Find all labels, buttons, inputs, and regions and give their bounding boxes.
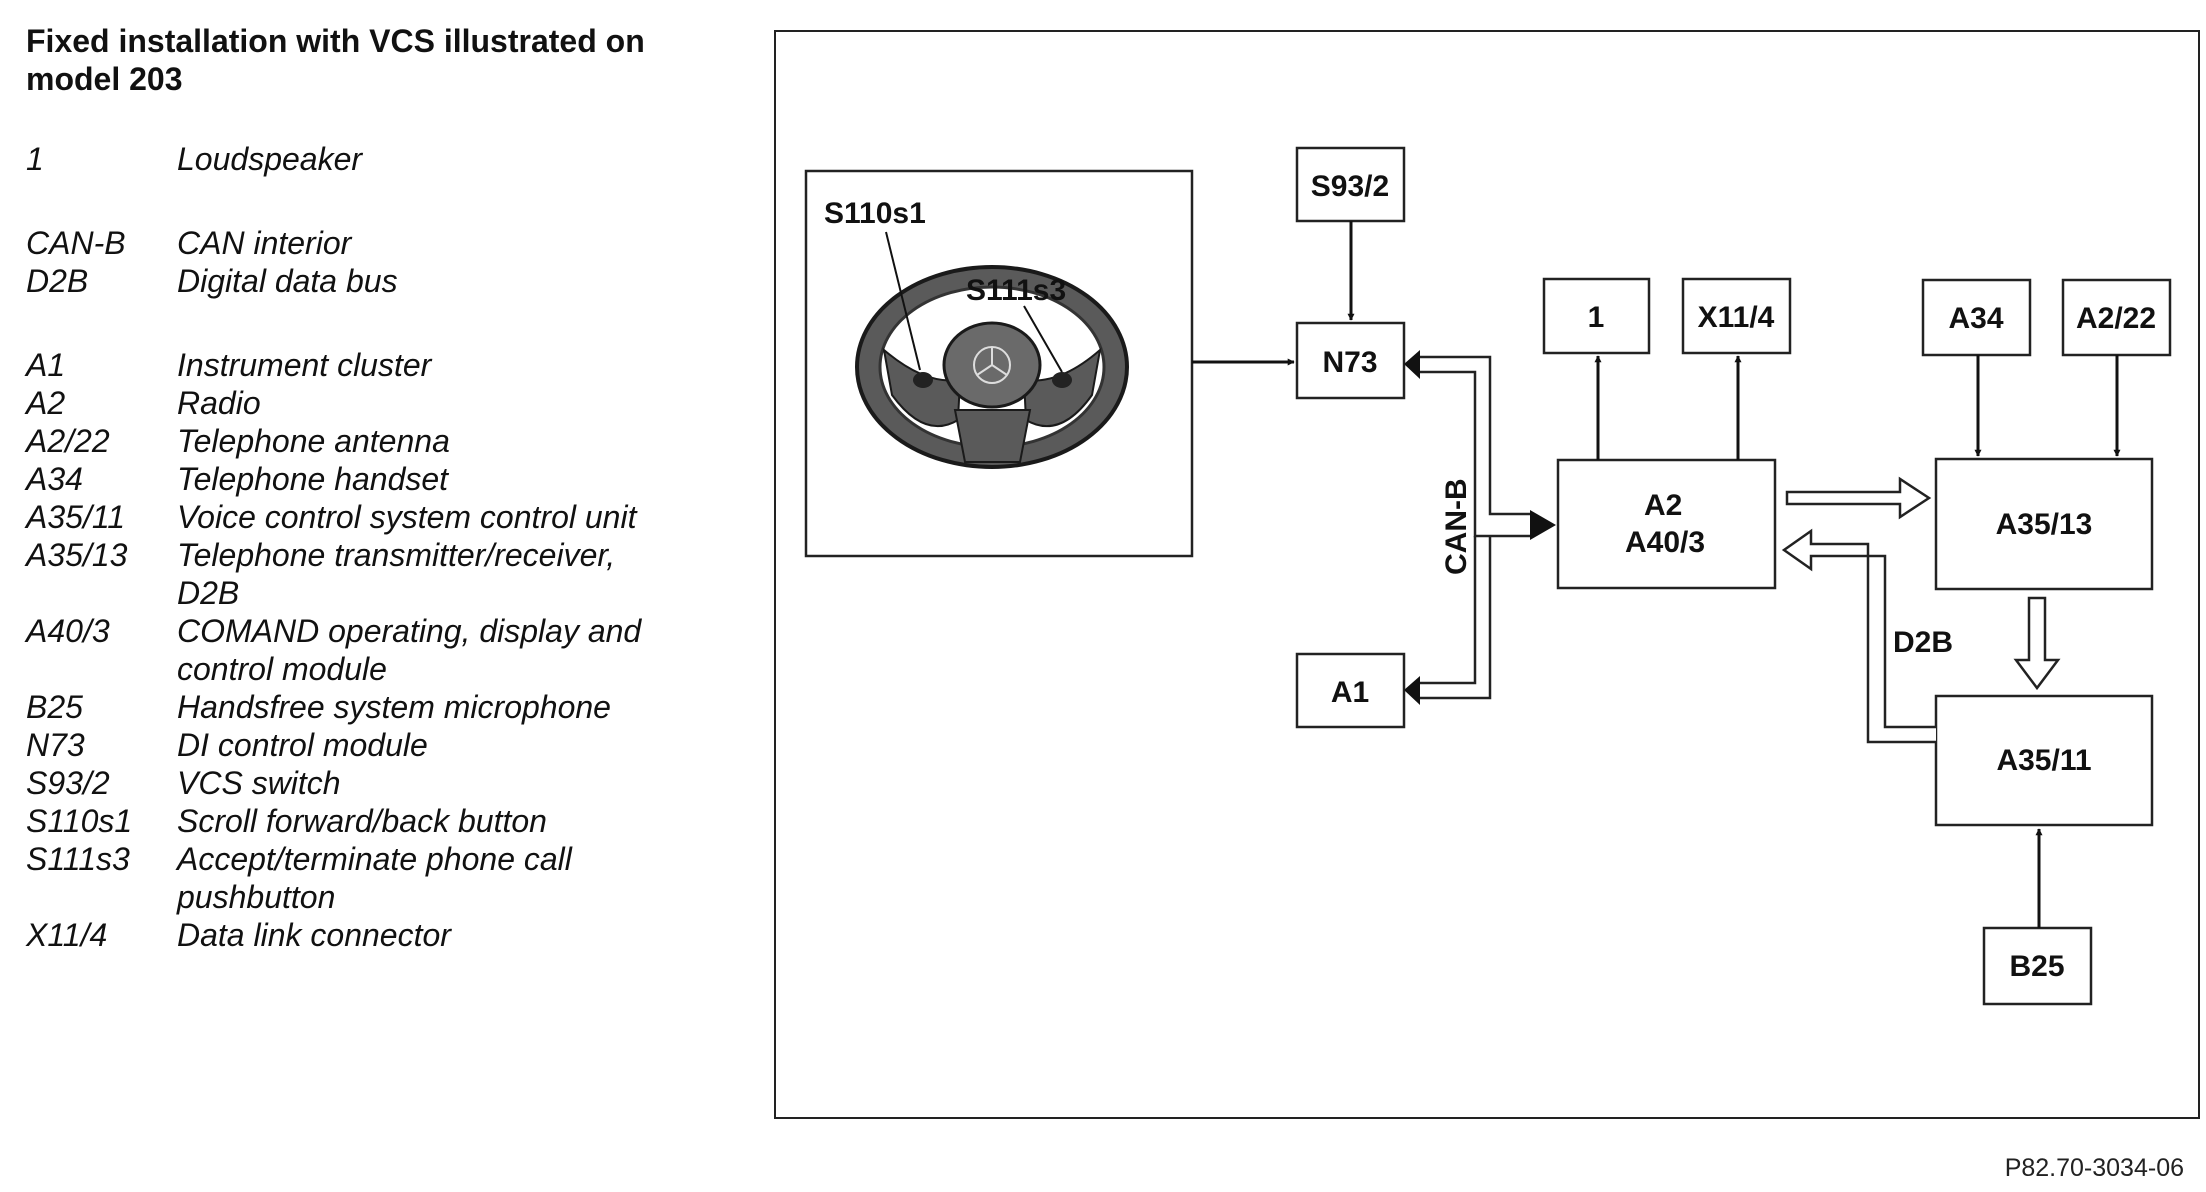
legend-row: D2B Digital data bus: [26, 262, 746, 300]
legend-row: S93/2 VCS switch: [26, 764, 746, 802]
legend-description: Data link connector: [177, 917, 451, 953]
legend-code: S93/2: [26, 765, 110, 801]
legend-code: S110s1: [26, 803, 133, 839]
svg-text:A40/3: A40/3: [1625, 526, 1705, 559]
legend-title: Fixed installation with VCS illustrated …: [26, 23, 645, 97]
legend-description: Scroll forward/back button: [177, 803, 547, 839]
svg-text:A2/22: A2/22: [2076, 302, 2156, 335]
can-b-label: CAN-B: [1440, 478, 1473, 575]
legend-code: A34: [26, 461, 83, 497]
can-b-arrowhead-n73: [1404, 350, 1420, 379]
d2b-return-hollow-arrow: [1781, 528, 1936, 744]
diagram-frame: [774, 30, 2200, 1119]
legend-code: A35/13: [26, 537, 128, 573]
legend-row: X11/4 Data link connector: [26, 916, 746, 954]
legend-code: D2B: [26, 263, 89, 299]
s110s1-leader: [885, 231, 921, 371]
legend-description: Telephone antenna: [177, 423, 450, 459]
s111s3-leader: [1023, 305, 1063, 373]
a1-box: A1: [1295, 652, 1406, 729]
steering-wheel-panel: S110s1 S111s3: [804, 169, 1194, 558]
can-b-bus: [1404, 350, 1556, 705]
legend-code: A35/11: [26, 499, 126, 535]
legend-row: A2 Radio: [26, 384, 746, 422]
legend-row: A1 Instrument cluster: [26, 346, 746, 384]
legend-description: VCS switch: [177, 765, 341, 801]
svg-text:A2: A2: [1644, 489, 1682, 522]
svg-text:A1: A1: [1331, 676, 1369, 709]
can-b-arrowhead-a2: [1530, 510, 1556, 540]
legend-description: Telephone handset: [177, 461, 449, 497]
svg-text:B25: B25: [2009, 950, 2064, 983]
legend-row: A34 Telephone handset: [26, 460, 746, 498]
legend-description: Instrument cluster: [177, 347, 432, 383]
svg-text:1: 1: [1588, 301, 1605, 334]
legend-row: S110s1 Scroll forward/back button: [26, 802, 746, 840]
s111s3-label: S111s3: [966, 274, 1066, 307]
legend-row: A35/13 Telephone transmitter/receiver, D2…: [26, 536, 746, 612]
svg-text:A35/13: A35/13: [1996, 508, 2093, 541]
legend-row: N73 DI control module: [26, 726, 746, 764]
legend-description: Accept/terminate phone call pushbutton: [177, 841, 572, 915]
svg-text:N73: N73: [1322, 346, 1377, 379]
legend-description: DI control module: [177, 727, 428, 763]
a34-box: A34: [1921, 278, 2032, 357]
x11-4-box: X11/4: [1681, 277, 1792, 355]
legend-code: A1: [26, 347, 66, 383]
legend-description: Radio: [177, 385, 261, 421]
a2-22-box: A2/22: [2061, 278, 2172, 357]
svg-text:S93/2: S93/2: [1311, 170, 1389, 203]
d2b-label: D2B: [1893, 626, 1953, 659]
legend-row: S111s3 Accept/terminate phone call pushbu…: [26, 840, 746, 916]
legend-row: CAN-B CAN interior: [26, 224, 746, 262]
legend-code: X11/4: [26, 917, 108, 953]
legend-row: A35/11 Voice control system control unit: [26, 498, 746, 536]
legend-description: Telephone transmitter/receiver, D2B: [177, 537, 616, 611]
legend-description: Digital data bus: [177, 263, 398, 299]
legend-code: A2/22: [26, 423, 110, 459]
a2-to-a35-13-hollow-arrow: [1785, 476, 1932, 520]
legend-description: Loudspeaker: [177, 141, 363, 177]
legend-row: B25 Handsfree system microphone: [26, 688, 746, 726]
legend-description: CAN interior: [177, 225, 352, 261]
legend-row: A2/22 Telephone antenna: [26, 422, 746, 460]
svg-text:X11/4: X11/4: [1698, 301, 1775, 334]
legend-description: Voice control system control unit: [177, 499, 637, 535]
s93-2-box: S93/2: [1295, 146, 1406, 223]
n73-box: N73: [1295, 321, 1406, 400]
svg-text:A34: A34: [1948, 302, 2003, 335]
a35-11-box: A35/11: [1934, 694, 2154, 827]
legend-description: COMAND operating, display and control mo…: [177, 613, 642, 687]
s110s1-label: S110s1: [824, 197, 926, 230]
can-b-arrowhead-a1: [1404, 676, 1420, 705]
a2-a40-3-box: A2 A40/3: [1556, 458, 1777, 590]
legend-code: S111s3: [26, 841, 130, 877]
legend-code: CAN-B: [26, 225, 126, 261]
legend-code: B25: [26, 689, 83, 725]
a35-13-to-a35-11-hollow-arrow: [2013, 596, 2061, 691]
legend-code: N73: [26, 727, 85, 763]
legend-code: A2: [26, 385, 66, 421]
figure-reference: P82.70-3034-06: [2004, 1154, 2184, 1182]
svg-text:A35/11: A35/11: [1996, 744, 2091, 777]
loudspeaker-box: 1: [1542, 277, 1651, 355]
legend-row: 1 Loudspeaker: [26, 140, 746, 178]
a35-13-box: A35/13: [1934, 457, 2154, 591]
b25-box: B25: [1982, 926, 2093, 1006]
steering-wheel-icon: [855, 265, 1129, 469]
legend-description: Handsfree system microphone: [177, 689, 611, 725]
legend-row: A40/3 COMAND operating, display and contr…: [26, 612, 746, 688]
legend-code: A40/3: [26, 613, 110, 649]
legend-code: 1: [26, 141, 44, 177]
